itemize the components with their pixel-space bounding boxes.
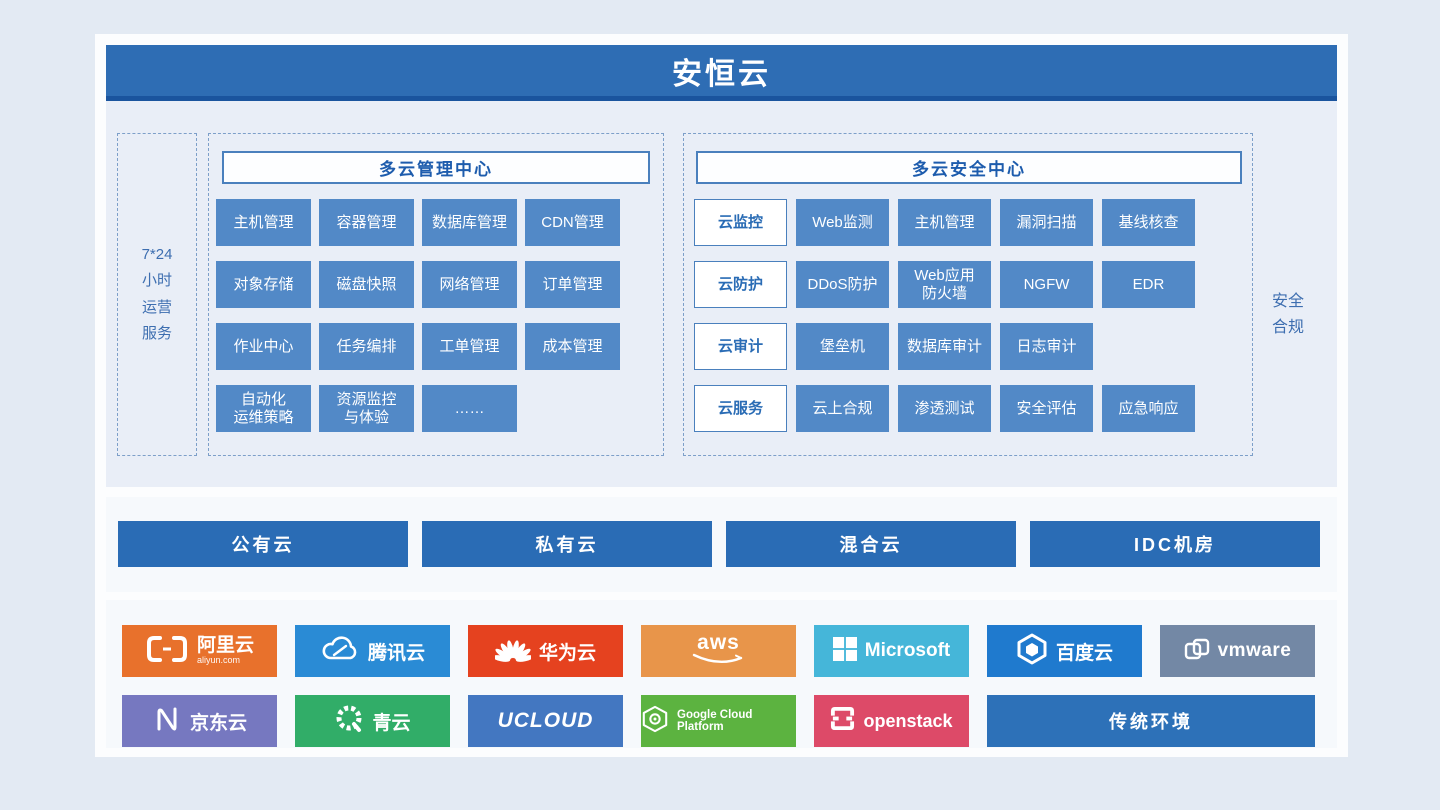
provider-label: 青云	[372, 712, 411, 734]
jd-cloud-icon	[152, 704, 182, 739]
provider-microsoft: Microsoft	[814, 625, 969, 677]
provider-traditional-environment: 传统环境	[987, 695, 1315, 747]
page-title: 安恒云	[672, 57, 771, 91]
sec-tile-penetration-test: 渗透测试	[898, 385, 991, 432]
provider-label: UCLOUD	[497, 709, 594, 732]
sec-tile-baseline-check: 基线核查	[1102, 199, 1195, 246]
sec-tile-web-monitoring: Web监测	[796, 199, 889, 246]
provider-vmware: vmware	[1160, 625, 1315, 677]
main-diagram-panel: 安恒云 7*24 小时 运营 服务 多云管理中心 主机管理 容器管理 数据库管理…	[106, 45, 1337, 487]
microsoft-squares-icon	[832, 636, 857, 666]
sec-tile-vulnerability-scan: 漏洞扫描	[1000, 199, 1093, 246]
mgmt-tile-automation-ops-policy: 自动化 运维策略	[216, 385, 311, 432]
qingcloud-icon	[334, 704, 364, 739]
tencent-cloud-icon	[320, 635, 360, 668]
security-compliance-label: 安全 合规	[1271, 292, 1304, 336]
security-center-title: 多云安全中心	[912, 160, 1026, 179]
openstack-icon	[830, 706, 855, 736]
sec-category-cloud-audit: 云审计	[694, 323, 787, 370]
sec-tile-ddos-protection: DDoS防护	[796, 261, 889, 308]
provider-label: Google Cloud Platform	[677, 709, 753, 733]
provider-ucloud: UCLOUD	[468, 695, 623, 747]
cloud-types-panel: 公有云 私有云 混合云 IDC机房	[106, 497, 1337, 592]
provider-label: Microsoft	[864, 640, 951, 661]
sec-tile-cloud-compliance: 云上合规	[796, 385, 889, 432]
management-center-title: 多云管理中心	[379, 160, 493, 179]
provider-label: 腾讯云	[367, 642, 425, 664]
mgmt-tile-container-management: 容器管理	[319, 199, 414, 246]
sec-tile-bastion-host: 堡垒机	[796, 323, 889, 370]
provider-jd-cloud: 京东云	[122, 695, 277, 747]
mgmt-tile-disk-snapshot: 磁盘快照	[319, 261, 414, 308]
service-rail-label: 7*24 小时 运营 服务	[141, 246, 173, 342]
sec-tile-database-audit: 数据库审计	[898, 323, 991, 370]
management-center-box: 多云管理中心 主机管理 容器管理 数据库管理 CDN管理 对象存储 磁盘快照 网…	[208, 133, 664, 456]
cloud-type-public-cloud: 公有云	[118, 521, 408, 567]
mgmt-tile-cdn-management: CDN管理	[525, 199, 620, 246]
sec-tile-incident-response: 应急响应	[1102, 385, 1195, 432]
provider-baidu-cloud: 百度云	[987, 625, 1142, 677]
alibaba-cloud-icon	[145, 634, 189, 669]
baidu-cloud-icon	[1016, 633, 1048, 670]
service-rail-box: 7*24 小时 运营 服务	[117, 133, 197, 456]
mgmt-tile-ticket-management: 工单管理	[422, 323, 517, 370]
mgmt-tile-network-management: 网络管理	[422, 261, 517, 308]
sec-tile-host-management: 主机管理	[898, 199, 991, 246]
sec-category-cloud-service: 云服务	[694, 385, 787, 432]
mgmt-tile-object-storage: 对象存储	[216, 261, 311, 308]
sec-tile-web-app-firewall: Web应用 防火墙	[898, 261, 991, 308]
vmware-icon	[1184, 638, 1210, 665]
provider-label: 华为云	[538, 642, 596, 664]
provider-alibaba-cloud: 阿里云 aliyun.com	[122, 625, 277, 677]
mgmt-tile-job-center: 作业中心	[216, 323, 311, 370]
mgmt-tile-task-orchestration: 任务编排	[319, 323, 414, 370]
sec-tile-security-assessment: 安全评估	[1000, 385, 1093, 432]
provider-google-cloud-platform: Google Cloud Platform	[641, 695, 796, 747]
gcp-hexagon-icon	[641, 705, 669, 738]
security-center-box: 多云安全中心 云监控 Web监测 主机管理 漏洞扫描 基线核查 云防护 DDoS…	[683, 133, 1253, 456]
cloud-type-idc-room: IDC机房	[1030, 521, 1320, 567]
provider-label: 传统环境	[1109, 712, 1193, 732]
provider-label: aws	[697, 631, 740, 654]
sec-tile-ngfw: NGFW	[1000, 261, 1093, 308]
provider-qingcloud: 青云	[295, 695, 450, 747]
provider-tencent-cloud: 腾讯云	[295, 625, 450, 677]
provider-huawei-cloud: 华为云	[468, 625, 623, 677]
mgmt-tile-more-ellipsis: ……	[422, 385, 517, 432]
providers-panel: 阿里云 aliyun.com 腾讯云	[106, 600, 1337, 748]
provider-label: 阿里云	[196, 635, 254, 657]
mgmt-tile-resource-monitoring: 资源监控 与体验	[319, 385, 414, 432]
mgmt-tile-cost-management: 成本管理	[525, 323, 620, 370]
provider-aws: aws	[641, 625, 796, 677]
cloud-type-private-cloud: 私有云	[422, 521, 712, 567]
mgmt-tile-database-management: 数据库管理	[422, 199, 517, 246]
provider-label: 百度云	[1055, 642, 1113, 664]
huawei-cloud-icon	[492, 634, 534, 669]
mgmt-tile-host-management: 主机管理	[216, 199, 311, 246]
mgmt-tile-order-management: 订单管理	[525, 261, 620, 308]
sec-tile-edr: EDR	[1102, 261, 1195, 308]
banner-header: 安恒云	[106, 45, 1337, 101]
provider-openstack: openstack	[814, 695, 969, 747]
management-center-titlebox: 多云管理中心	[222, 151, 650, 184]
sec-category-cloud-monitoring: 云监控	[694, 199, 787, 246]
provider-sublabel: aliyun.com	[196, 655, 241, 666]
provider-label: 京东云	[189, 712, 247, 734]
aws-smile-icon	[691, 653, 747, 670]
provider-label: openstack	[863, 710, 953, 731]
sec-tile-log-audit: 日志审计	[1000, 323, 1093, 370]
provider-label: vmware	[1217, 640, 1292, 661]
sec-category-cloud-protection: 云防护	[694, 261, 787, 308]
cloud-type-hybrid-cloud: 混合云	[726, 521, 1016, 567]
security-center-titlebox: 多云安全中心	[696, 151, 1242, 184]
